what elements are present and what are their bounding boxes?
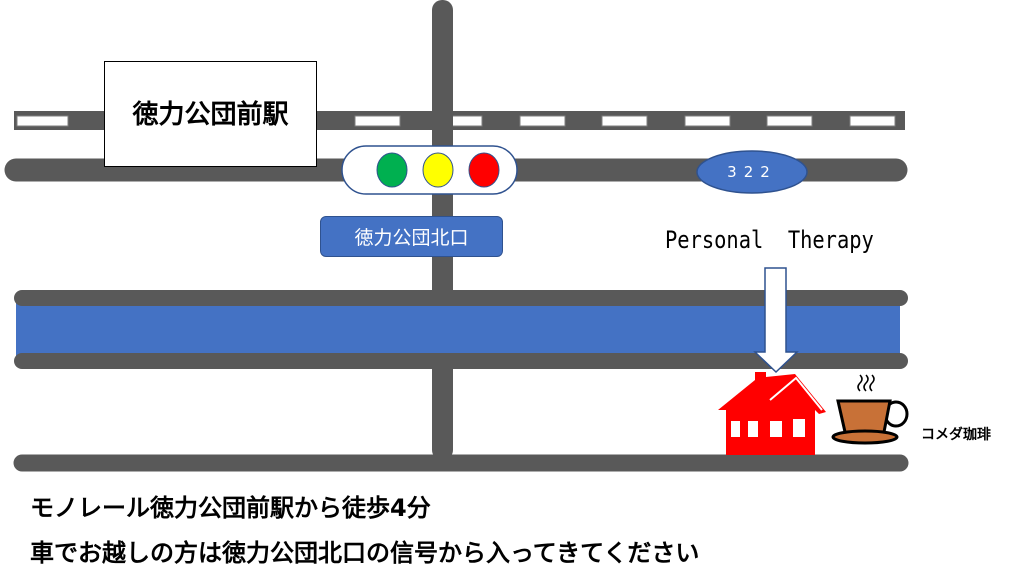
traffic-light-icon: [341, 145, 518, 195]
station-label: 徳力公団前駅: [104, 61, 317, 167]
walking-directions: モノレール徳力公団前駅から徒歩4分: [30, 494, 431, 522]
landmark-label: コメダ珈琲: [921, 427, 991, 443]
route-badge-shape: [696, 150, 808, 194]
river: [16, 302, 900, 356]
arrow-down-icon: [753, 267, 799, 374]
coffee-cup-icon: [831, 374, 909, 445]
destination-label: Personal Therapy: [665, 226, 874, 254]
driving-directions: 車でお越しの方は徳力公団北口の信号から入ってきてください: [30, 539, 700, 567]
route-badge: 322: [727, 163, 777, 181]
house-icon: [718, 372, 826, 455]
intersection-sign: 徳力公団北口: [320, 216, 503, 257]
